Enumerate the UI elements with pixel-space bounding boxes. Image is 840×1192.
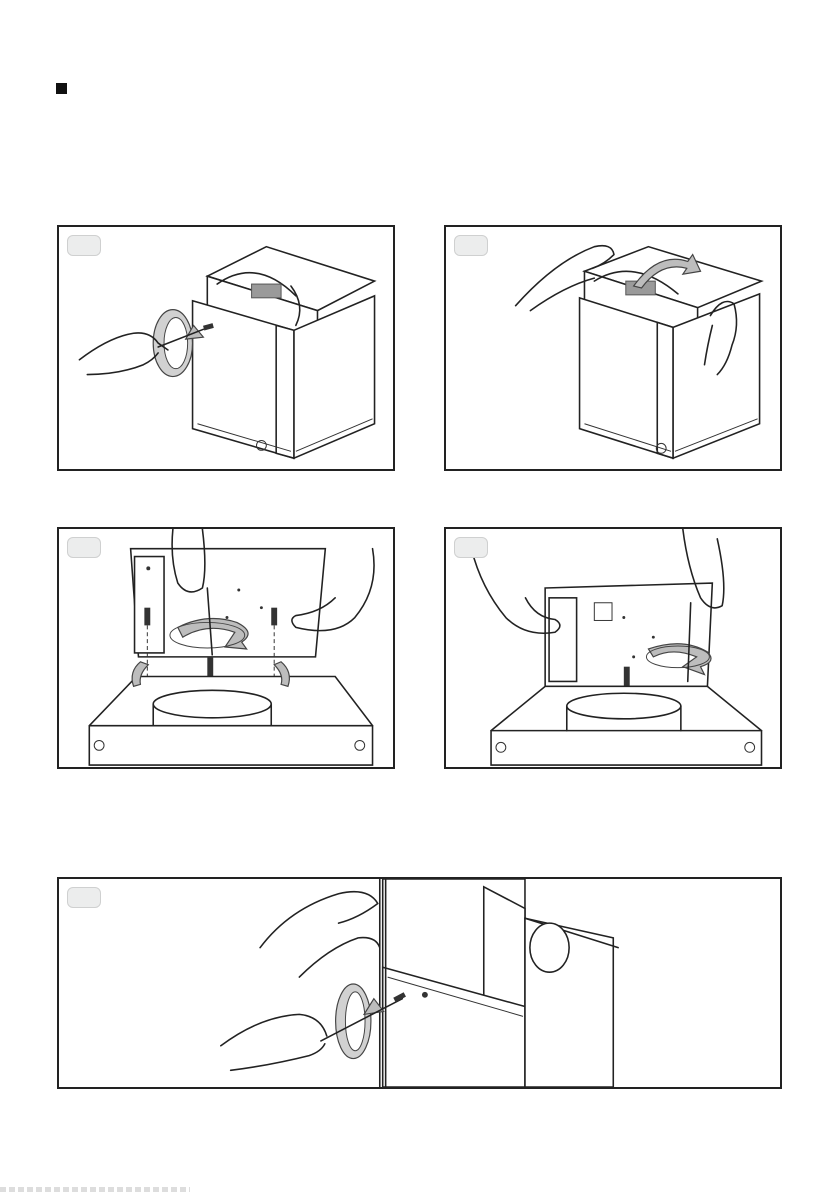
illustration-step-1 — [57, 225, 395, 471]
illustration-step-4 — [444, 527, 782, 769]
page-footer-strip — [0, 1187, 190, 1192]
step-badge-4 — [454, 537, 488, 558]
step-badge-5 — [67, 887, 101, 908]
square-bullet-icon — [56, 83, 67, 94]
step-badge-2 — [454, 235, 488, 256]
illustration-step-2 — [444, 225, 782, 471]
illustration-step-3 — [57, 527, 395, 769]
illustration-step-5 — [57, 877, 782, 1089]
step-badge-3 — [67, 537, 101, 558]
step-badge-1 — [67, 235, 101, 256]
